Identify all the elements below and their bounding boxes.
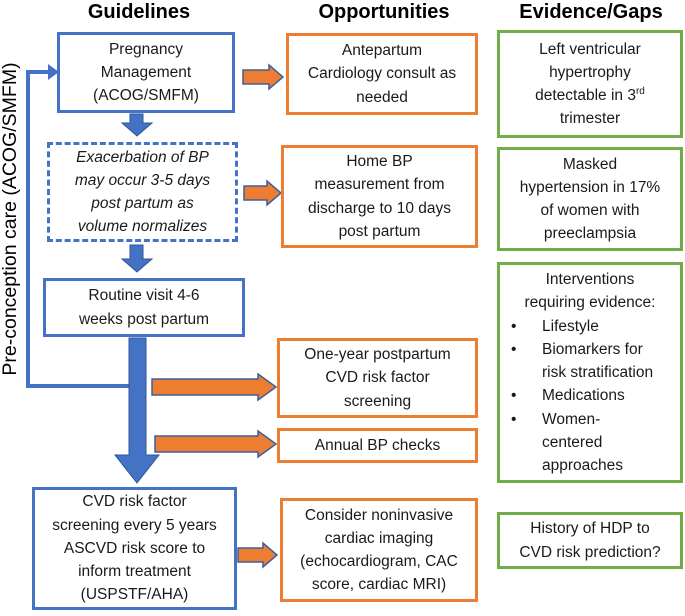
text-line: Annual BP checks	[314, 436, 441, 454]
down-arrow-icon	[120, 113, 154, 137]
text-line: of women with	[540, 202, 640, 219]
text-line: screening	[343, 392, 412, 410]
text-line: may occur 3-5 days	[74, 171, 211, 189]
right-arrow-icon	[242, 63, 285, 91]
text-line: Consider noninvasive	[304, 506, 454, 524]
ordinal-superscript: rd	[635, 85, 645, 97]
text-line: risk stratification	[542, 364, 654, 381]
text-line: discharge to 10 days	[307, 199, 452, 217]
bullet-label: Women- centered approaches	[542, 408, 678, 478]
text-line: volume normalizes	[77, 218, 208, 236]
bullet-item: • Medications	[502, 384, 678, 407]
text-line: screening every 5 years	[52, 516, 217, 534]
box-hdp-cvd-risk-prediction: History of HDP to CVD risk prediction?	[497, 512, 683, 569]
text-line: score, cardiac MRI)	[311, 576, 447, 594]
text-line: ASCVD risk score to	[63, 539, 206, 557]
text-line: (echocardiogram, CAC	[300, 553, 458, 570]
text-line: Biomarkers for	[542, 340, 643, 358]
right-arrow-icon	[151, 372, 278, 402]
text-segment: detectable in 3	[535, 87, 636, 104]
text-line: CVD risk factor	[82, 493, 187, 511]
text-line: (ACOG/SMFM)	[93, 87, 199, 105]
box-antepartum-cardiology-consult: Antepartum Cardiology consult as needed	[286, 33, 478, 115]
text-line: cardiac imaging	[324, 529, 434, 547]
text-line: approaches	[542, 457, 624, 474]
bullet-item: • Lifestyle	[502, 315, 678, 338]
text-line: CVD risk prediction?	[519, 543, 661, 561]
text-line: CVD risk factor	[325, 369, 430, 387]
bullet-icon: •	[511, 340, 517, 358]
text-line: hypertension in 17%	[519, 178, 661, 196]
box-noninvasive-cardiac-imaging: Consider noninvasive cardiac imaging (ec…	[280, 498, 478, 602]
text-line: Management	[100, 63, 192, 81]
bullet-label: Medications	[542, 387, 625, 405]
right-arrow-icon	[237, 541, 279, 569]
text-line: needed	[356, 88, 408, 106]
text-line: Antepartum	[341, 42, 423, 60]
text-line: trimester	[559, 110, 621, 128]
bullet-icon: •	[511, 410, 517, 428]
text-line: One-year postpartum	[304, 346, 451, 364]
text-line: Pregnancy	[108, 40, 184, 58]
text-line: Left ventricular	[539, 40, 641, 58]
box-cvd-risk-screening: CVD risk factor screening every 5 years …	[32, 487, 237, 610]
bullet-icon: •	[511, 317, 517, 335]
column-header-evidence-gaps: Evidence/Gaps	[519, 1, 663, 23]
text-line: Interventions	[545, 271, 635, 288]
text-line: Home BP	[346, 153, 413, 170]
text-line: Women-	[542, 410, 601, 428]
box-annual-bp-checks: Annual BP checks	[277, 428, 478, 463]
text-line: post partum as	[91, 195, 194, 212]
text-line: weeks post partum	[78, 310, 210, 328]
text-line: detectable in 3rd	[500, 84, 680, 107]
text-line: inform treatment	[78, 563, 191, 581]
text-line: measurement from	[314, 176, 445, 194]
column-header-opportunities: Opportunities	[318, 1, 450, 23]
down-arrow-icon	[120, 244, 154, 273]
text-line: Routine visit 4-6	[88, 287, 200, 305]
text-line: requiring evidence:	[524, 294, 656, 312]
bullet-label: Biomarkers for risk stratification	[542, 338, 678, 385]
box-one-year-postpartum-screening: One-year postpartum CVD risk factor scre…	[277, 338, 478, 418]
big-down-arrow-icon	[113, 337, 161, 484]
bullet-icon: •	[511, 387, 517, 405]
right-arrow-icon	[243, 179, 283, 207]
text-line: centered	[542, 433, 603, 451]
bullet-item: • Biomarkers for risk stratification	[502, 338, 678, 385]
text-line: History of HDP to	[530, 520, 650, 538]
box-routine-postpartum-visit: Routine visit 4-6 weeks post partum	[43, 278, 245, 337]
text-line: post partum	[338, 222, 421, 240]
bullet-label: Lifestyle	[542, 317, 599, 335]
box-interventions-requiring-evidence: Interventions requiring evidence: • Life…	[497, 262, 683, 483]
box-masked-hypertension: Masked hypertension in 17% of women with…	[497, 147, 683, 251]
box-bp-exacerbation-note: Exacerbation of BP may occur 3-5 days po…	[47, 142, 238, 242]
box-pregnancy-management: Pregnancy Management (ACOG/SMFM)	[57, 32, 235, 113]
preconception-loop-connector	[26, 70, 134, 388]
text-line: hypertrophy	[549, 63, 631, 81]
preconception-care-side-label: Pre-conception care (ACOG/SMFM)	[0, 62, 21, 376]
right-arrow-icon	[154, 429, 278, 459]
text-line: Masked	[562, 155, 618, 173]
loop-arrowhead-icon	[48, 64, 59, 80]
text-line: Exacerbation of BP	[76, 148, 209, 166]
text-line: (USPSTF/AHA)	[80, 586, 189, 604]
text-line: preeclampsia	[543, 225, 637, 243]
box-lv-hypertrophy: Left ventricular hypertrophy detectable …	[497, 30, 683, 138]
column-header-guidelines: Guidelines	[87, 1, 191, 23]
bullet-item: • Women- centered approaches	[502, 408, 678, 478]
box-home-bp-measurement: Home BP measurement from discharge to 10…	[281, 145, 478, 248]
text-line: Cardiology consult as	[307, 65, 457, 83]
